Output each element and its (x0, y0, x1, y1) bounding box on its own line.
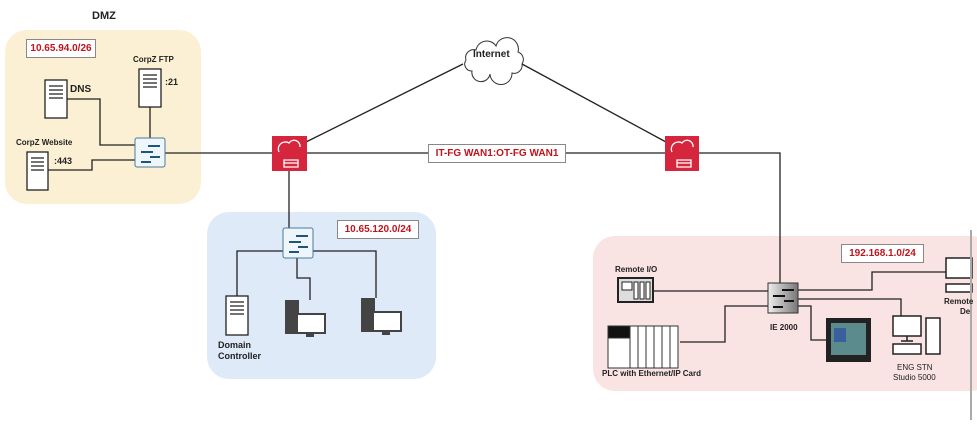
link-website (48, 159, 135, 171)
dc-server-icon (225, 295, 249, 336)
dns-label: DNS (70, 84, 92, 95)
link-remote (798, 271, 946, 291)
it-subnet: 10.65.120.0/24 (337, 220, 419, 239)
eng-station-icon (892, 315, 941, 355)
remote-label: Remote (944, 297, 974, 306)
wan-link-label: IT-FG WAN1:OT-FG WAN1 (428, 144, 566, 163)
remote-io-icon (617, 277, 654, 303)
link-dns (67, 98, 135, 146)
it-switch-icon (282, 227, 314, 259)
ot-firewall-icon (665, 136, 699, 171)
link-fw2-internet (521, 63, 667, 143)
eng-sw-label: Studio 5000 (893, 373, 936, 382)
dmz-subnet: 10.65.94.0/26 (26, 39, 96, 58)
link-fw2-ot (699, 152, 781, 284)
it-firewall-icon (272, 136, 307, 171)
internet-cloud-icon (464, 37, 524, 85)
eng-label: ENG STN (897, 363, 933, 372)
remote-io-label: Remote I/O (615, 265, 658, 274)
link-hmi (798, 305, 826, 341)
link-eng (798, 298, 902, 316)
link-pc1 (296, 258, 311, 300)
dc-label: Domain Controller (218, 340, 262, 361)
ie2000-switch-icon (767, 282, 799, 314)
ftp-port: :21 (165, 77, 179, 87)
dmz-title: DMZ (92, 10, 116, 22)
link-fw1-internet (305, 63, 464, 143)
remote-label-2: De (960, 307, 971, 316)
website-label: CorpZ Website (16, 138, 73, 147)
ftp-label: CorpZ FTP (133, 55, 174, 64)
link-pc2 (313, 250, 377, 298)
ftp-server-icon (138, 68, 162, 108)
internet-label: Internet (473, 49, 510, 60)
website-port: :443 (54, 156, 73, 166)
link-dc (236, 250, 283, 296)
dmz-switch-icon (134, 137, 166, 168)
hmi-panel-icon (826, 318, 871, 362)
plc-label: PLC with Ethernet/IP Card (602, 369, 701, 378)
workstation-icon (285, 300, 326, 337)
ot-subnet: 192.168.1.0/24 (841, 244, 924, 263)
website-server-icon (26, 151, 49, 191)
remote-desktop-icon (945, 257, 973, 293)
ie2000-label: IE 2000 (770, 323, 798, 332)
workstation-icon (361, 298, 402, 335)
plc-icon (607, 325, 679, 369)
link-plc (680, 305, 768, 343)
dns-server-icon (44, 79, 68, 119)
